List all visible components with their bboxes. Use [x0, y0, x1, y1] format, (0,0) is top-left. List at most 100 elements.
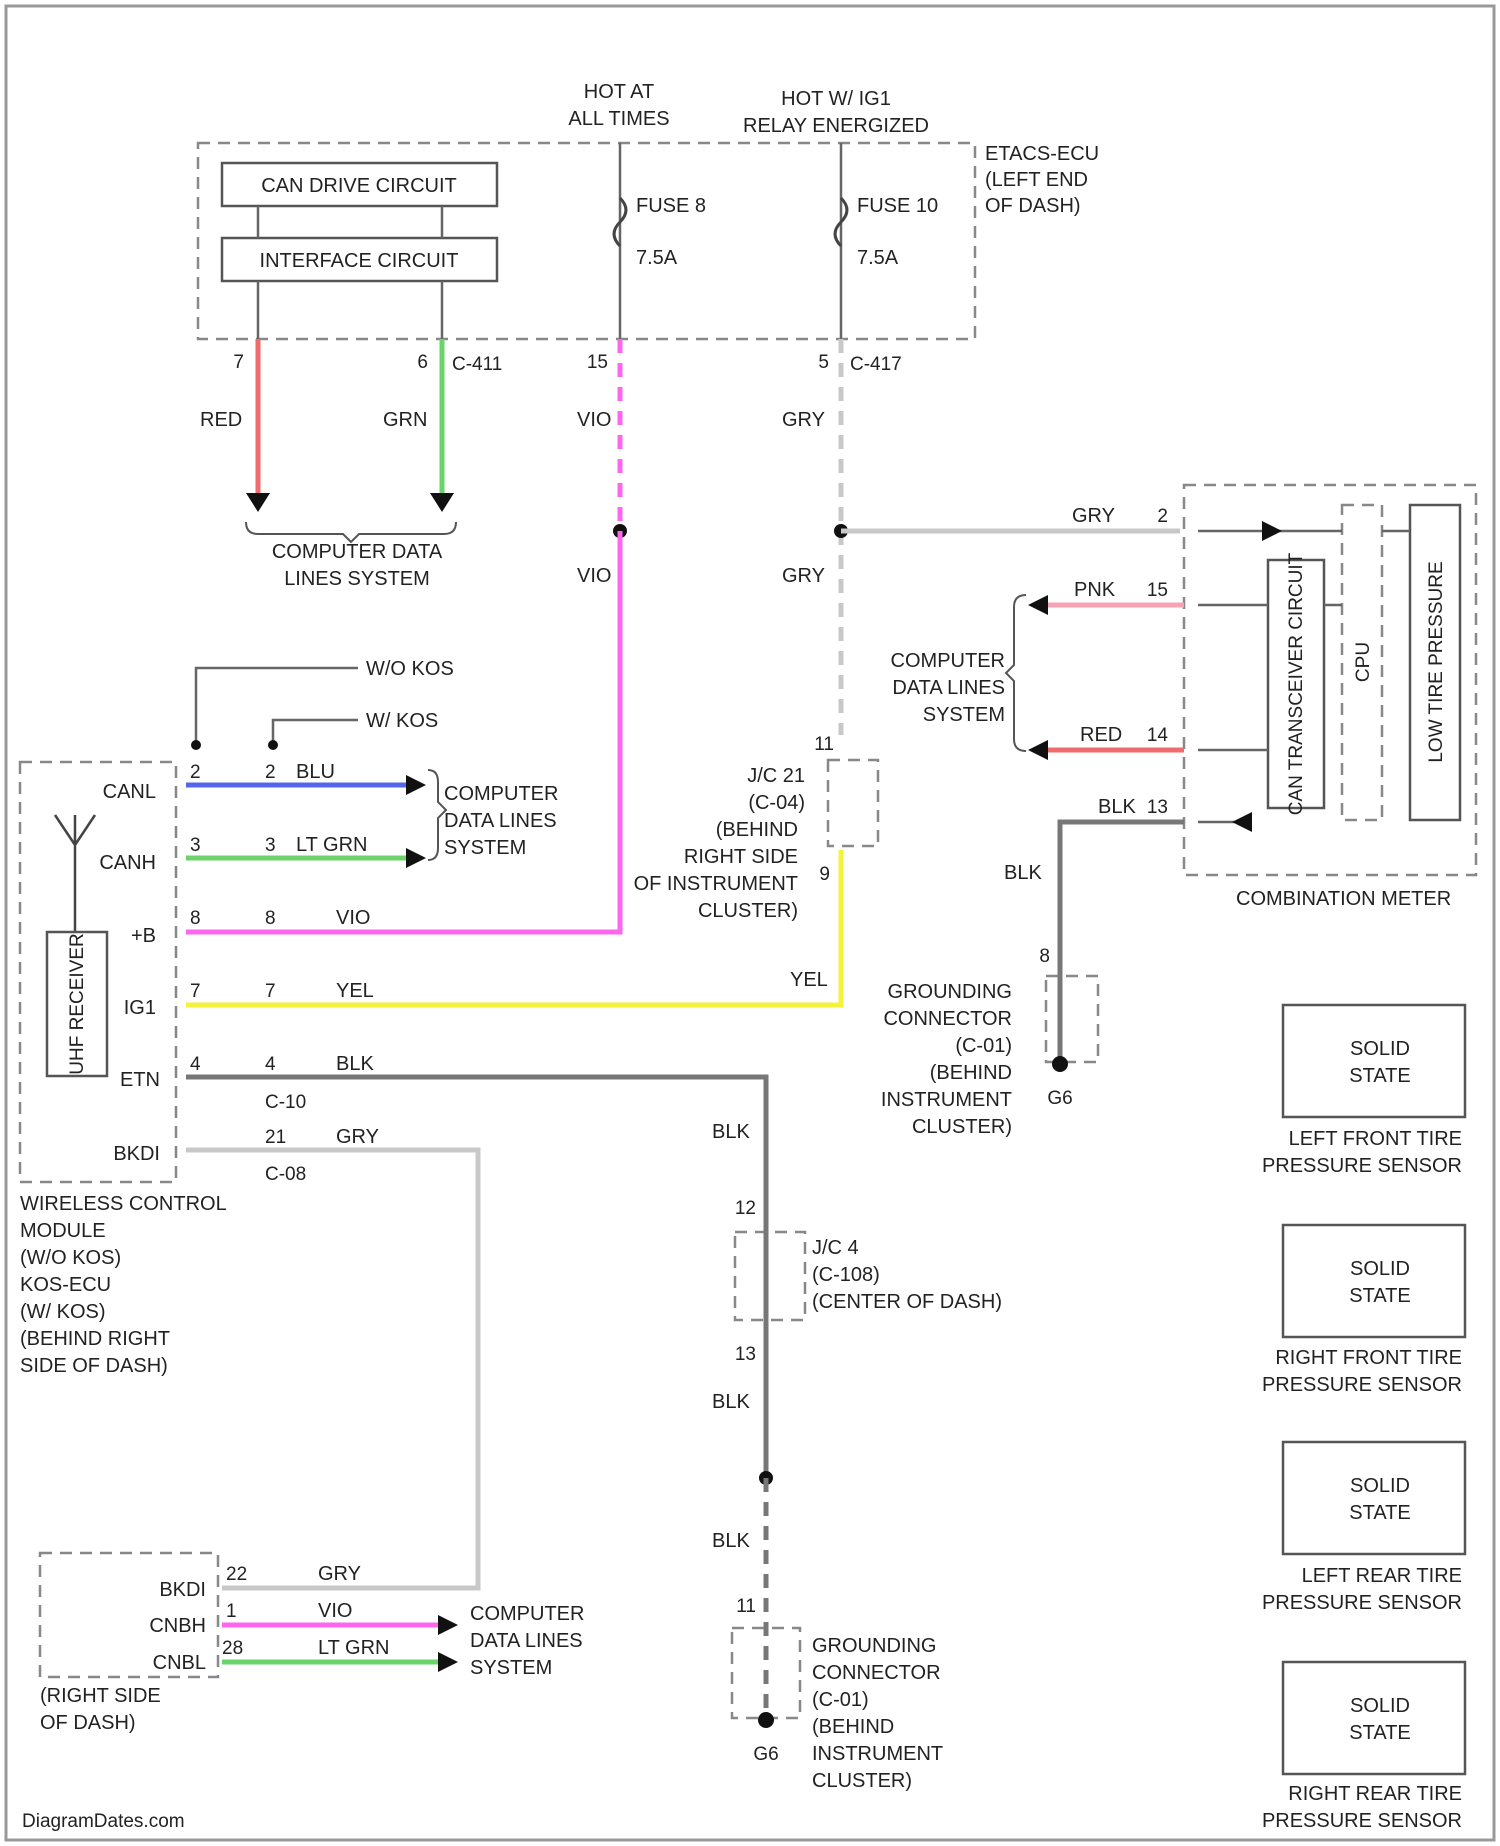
wcm-num-ig1-b: 7: [265, 981, 276, 1002]
ground1-title-line5: INSTRUMENT: [881, 1089, 1012, 1111]
jc4-boundary: [735, 1232, 805, 1320]
wcm-num-canh-b: 3: [265, 835, 276, 856]
sensor-left-front: SOLID STATE LEFT FRONT TIRE PRESSURE SEN…: [1262, 1005, 1465, 1177]
jc21-boundary: [828, 760, 878, 846]
arrow-pnk: [1028, 595, 1048, 615]
ground2-label: G6: [753, 1744, 778, 1765]
ground1-title-line6: CLUSTER): [912, 1116, 1012, 1138]
w-kos-leader: [273, 720, 358, 745]
interface-circuit-label: INTERFACE CIRCUIT: [260, 250, 459, 272]
wcm-title-line7: SIDE OF DASH): [20, 1355, 168, 1377]
lower-pin-cnbl: CNBL: [153, 1652, 206, 1674]
lower-num-cnbl: 28: [222, 1638, 243, 1659]
wire-blk-meter: [1060, 822, 1184, 1064]
grounding-connector-upper: 8 G6 GROUNDING CONNECTOR (C-01) (BEHIND …: [881, 946, 1098, 1138]
cdl-meter-brace: [1006, 595, 1026, 751]
meter-pin-blk: 13: [1147, 797, 1168, 818]
antenna-icon: [55, 815, 95, 932]
jc4-title-line1: J/C 4: [812, 1237, 859, 1259]
wcm-num-b: 8: [190, 908, 201, 929]
wire-label-gry-meter: GRY: [1072, 505, 1115, 527]
wire-label-lt-grn-cnbl: LT GRN: [318, 1637, 390, 1659]
wire-label-blk-down: BLK: [712, 1121, 750, 1143]
lower-module-title-line2: OF DASH): [40, 1712, 136, 1734]
meter-gry-arrow: [1262, 521, 1282, 541]
wire-label-blk-jc4: BLK: [712, 1391, 750, 1413]
arrow-lt-grn: [406, 848, 426, 868]
wcm-title-line3: (W/O KOS): [20, 1247, 121, 1269]
sensor-name-line1: LEFT REAR TIRE: [1302, 1565, 1462, 1587]
ground2-title-line1: GROUNDING: [812, 1635, 936, 1657]
sensor-right-rear: SOLID STATE RIGHT REAR TIRE PRESSURE SEN…: [1262, 1662, 1465, 1832]
ground2-title-line2: CONNECTOR: [812, 1662, 941, 1684]
sensor-name-line2: PRESSURE SENSOR: [1262, 1592, 1462, 1614]
wcm-pin-b: +B: [131, 925, 156, 947]
wcm-title-line4: KOS-ECU: [20, 1274, 111, 1296]
wire-label-grn: GRN: [383, 409, 427, 431]
ground2-symbol: [758, 1712, 774, 1728]
cdl-meter-line3: SYSTEM: [923, 704, 1005, 726]
wire-label-vio-cnbh: VIO: [318, 1600, 352, 1622]
hot-at-all-times-line1: HOT AT: [584, 81, 654, 103]
jc21-title-line6: CLUSTER): [698, 900, 798, 922]
wire-label-vio-b: VIO: [336, 907, 370, 929]
meter-pin-gry: 2: [1157, 506, 1168, 527]
wire-label-yel-left: YEL: [336, 980, 374, 1002]
ground1-boundary: [1046, 976, 1098, 1062]
w-kos-dot: [268, 740, 278, 750]
sensor-left-rear: SOLID STATE LEFT REAR TIRE PRESSURE SENS…: [1262, 1442, 1465, 1614]
sensor-name-line1: RIGHT REAR TIRE: [1288, 1783, 1462, 1805]
wcm-num-canl-b: 2: [265, 762, 276, 783]
jc21-top-pin: 11: [814, 734, 834, 755]
wire-gry-bkdi: [186, 1150, 478, 1588]
combination-meter: CAN TRANSCEIVER CIRCUIT CPU LOW TIRE PRE…: [1147, 485, 1476, 910]
lower-module: BKDI CNBH CNBL (RIGHT SIDE OF DASH): [40, 1553, 218, 1734]
wcm-num-etn-b: 4: [265, 1054, 276, 1075]
wire-label-lt-grn: LT GRN: [296, 834, 368, 856]
sensor-state-line1: SOLID: [1350, 1038, 1410, 1060]
sensor-box: [1283, 1662, 1465, 1774]
wire-label-pnk: PNK: [1074, 579, 1116, 601]
lower-num-bkdi: 22: [226, 1564, 247, 1585]
hot-relay-line2: RELAY ENERGIZED: [743, 115, 929, 137]
fuse8-name: FUSE 8: [636, 195, 706, 217]
wire-label-vio-mid: VIO: [577, 565, 611, 587]
wcm-pin-canl: CANL: [103, 781, 156, 803]
meter-pin-red: 14: [1147, 725, 1169, 746]
wire-label-gry-mid: GRY: [782, 565, 825, 587]
arrow-red: [246, 493, 270, 512]
fuse8-amp: 7.5A: [636, 247, 678, 269]
meter-blk-arrow: [1232, 812, 1252, 832]
arrow-vio-cnbh: [438, 1615, 458, 1635]
jc4-title-line3: (CENTER OF DASH): [812, 1291, 1002, 1313]
sensor-state-line1: SOLID: [1350, 1475, 1410, 1497]
ground1-title-line2: CONNECTOR: [883, 1008, 1012, 1030]
wire-label-blk-meter-top: BLK: [1098, 796, 1136, 818]
arrow-grn: [430, 493, 454, 512]
ground1-label: G6: [1047, 1088, 1072, 1109]
jc21-title-line2: (C-04): [748, 792, 805, 814]
etacs-pin-gry: 5: [818, 352, 829, 373]
sensor-state-line2: STATE: [1349, 1502, 1410, 1524]
jc4-bottom-pin: 13: [735, 1344, 756, 1365]
wire-label-gry-lower: GRY: [318, 1563, 361, 1585]
ground1-title-line4: (BEHIND: [930, 1062, 1012, 1084]
wcm-title-line1: WIRELESS CONTROL: [20, 1193, 227, 1215]
wire-label-blk-meter-side: BLK: [1004, 862, 1042, 884]
etacs-title-line2: (LEFT END: [985, 169, 1088, 191]
wcm-num-b-b: 8: [265, 908, 276, 929]
wire-label-red-meter: RED: [1080, 724, 1122, 746]
etacs-connector-c417: C-417: [850, 354, 902, 375]
wcm-num-ig1: 7: [190, 981, 201, 1002]
lower-num-cnbh: 1: [226, 1601, 237, 1622]
wcm-title-line5: (W/ KOS): [20, 1301, 106, 1323]
wcm-num-canh: 3: [190, 835, 201, 856]
arrow-blu: [406, 775, 426, 795]
sensor-state-line2: STATE: [1349, 1065, 1410, 1087]
uhf-receiver-label: UHF RECEIVER: [67, 933, 88, 1074]
sensor-name-line1: RIGHT FRONT TIRE: [1275, 1347, 1462, 1369]
sensor-box: [1283, 1005, 1465, 1117]
sensor-state-line1: SOLID: [1350, 1258, 1410, 1280]
wcm-pin-bkdi: BKDI: [113, 1143, 160, 1165]
